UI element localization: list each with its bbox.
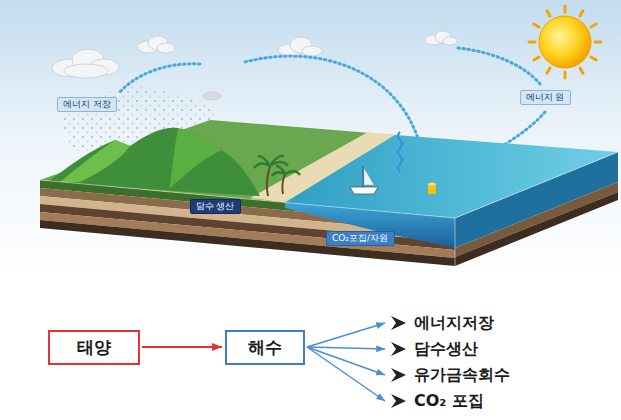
block-edge (40, 152, 618, 266)
clouds (52, 31, 457, 100)
palm-trunk (282, 174, 285, 194)
node-label: 해수 (248, 337, 282, 357)
node-label: 에너지저장 (414, 313, 494, 332)
sky (0, 0, 621, 280)
bullet-symbol (391, 368, 406, 382)
mountain-light (170, 128, 222, 188)
list-item: 에너지저장 (388, 312, 498, 334)
buoy (428, 182, 436, 194)
flow-arrow (142, 346, 222, 348)
node-label: 에너지 저장 (63, 99, 111, 110)
cloud (443, 37, 457, 45)
process-box: 태양 (48, 330, 140, 365)
node-label: CO₂포집/자원 (332, 233, 388, 244)
flow-arrow (307, 347, 385, 349)
node-label: 담수 생산 (196, 201, 235, 212)
illustration-tag: 에너지 원 (520, 90, 571, 105)
illustration-tag: 에너지 저장 (57, 97, 117, 112)
list-item: 담수생산 (388, 338, 482, 360)
list-item: 유가금속회수 (388, 364, 514, 386)
bullet-arrow (391, 342, 406, 356)
boat (350, 166, 378, 194)
flow-arc (120, 64, 200, 92)
flow-arrow (307, 347, 385, 375)
mountain-light (60, 140, 130, 182)
palm-trees (254, 156, 300, 196)
palm-trunk (267, 166, 270, 196)
node-label: CO₂ 포집 (414, 391, 484, 410)
flow-arrow (307, 323, 385, 347)
boat-sail (364, 168, 374, 185)
bullet-symbol (391, 394, 406, 408)
bullet-arrow (391, 316, 406, 330)
palm-leaves (254, 156, 288, 168)
node-label: 유가금속회수 (414, 365, 510, 384)
illustration-tag: 담수 생산 (190, 199, 241, 214)
buoy-top (428, 182, 436, 185)
boat-hull (350, 187, 378, 194)
energy-wave (398, 132, 402, 172)
sun-rays (529, 6, 601, 78)
bullet-arrow (391, 394, 406, 408)
sea-top (285, 135, 618, 218)
illustration-tag: CO₂포집/자원 (326, 231, 395, 246)
boat-mast (363, 166, 364, 187)
sun (529, 6, 601, 78)
node-label: 담수생산 (414, 339, 478, 358)
earth-block (40, 120, 618, 266)
cloud (64, 64, 108, 78)
bullet-symbol (391, 316, 406, 330)
process-box: 해수 (225, 330, 305, 365)
bullet-symbol (391, 342, 406, 356)
palm-leaves (272, 166, 300, 176)
node-label: 태양 (77, 337, 111, 357)
cloud (157, 43, 175, 53)
sun-disc (539, 16, 591, 68)
list-item: CO₂ 포집 (388, 390, 488, 412)
node-label: 에너지 원 (526, 92, 565, 103)
cloud (302, 46, 322, 56)
flow-arc (458, 48, 540, 84)
bullet-arrow (391, 368, 406, 382)
cloud (203, 92, 221, 100)
flow-arrow (307, 347, 385, 401)
